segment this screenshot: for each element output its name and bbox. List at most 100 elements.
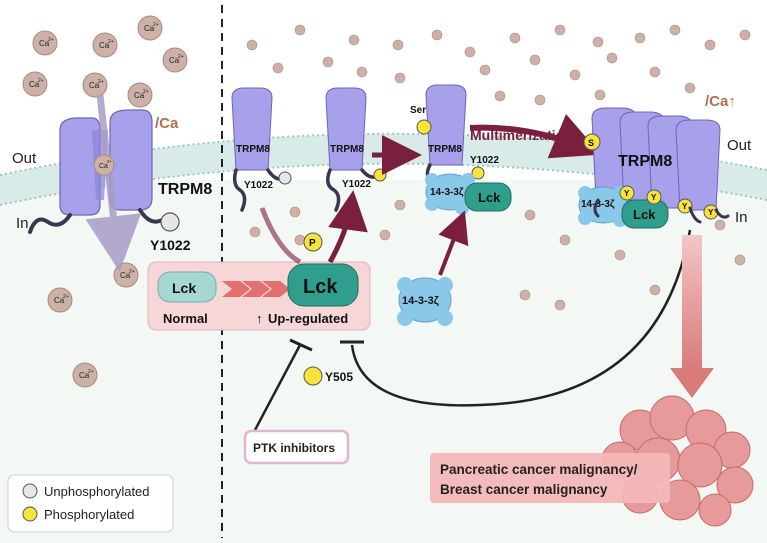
svg-text:2+: 2+ (143, 89, 149, 95)
svg-text:Ca: Ca (169, 56, 180, 65)
calcium-ion: Ca2+ (93, 154, 115, 176)
calcium-ion-small (322, 56, 334, 68)
multimer-adaptor (578, 186, 628, 227)
calcium-ion-small (734, 254, 746, 266)
calcium-ion: Ca2+ (82, 72, 108, 98)
svg-text:2+: 2+ (153, 22, 159, 28)
ptk-inhibitors-label: PTK inhibitors (253, 441, 335, 455)
calcium-ion-small (524, 209, 536, 221)
calcium-influx-arrow (85, 94, 142, 272)
legend-label-unphosphorylated: Unphosphorylated (44, 484, 150, 499)
ptk-inhibition-line (253, 344, 302, 431)
calcium-ion-small (394, 72, 406, 84)
multimer-tails (593, 198, 730, 224)
svg-text:2+: 2+ (63, 294, 69, 300)
svg-text:Y: Y (624, 189, 630, 198)
multimer-lck (621, 199, 669, 229)
svg-text:Ca: Ca (39, 39, 50, 48)
outcome-line-1: Pancreatic cancer malignancy/ (440, 462, 638, 477)
phosphorylation-arc-left (259, 207, 302, 265)
feedback-inhibition-line (350, 229, 692, 407)
calcium-ion-small (634, 32, 646, 44)
p-label: P (309, 238, 316, 249)
calcium-ion-small (529, 54, 541, 66)
ser-phospho-marker (416, 119, 432, 135)
phosphorylated-site-marker (373, 168, 387, 182)
svg-text:2+: 2+ (38, 78, 44, 84)
multimer-trpm8-label: TRPM8 (618, 153, 672, 170)
lck-upregulated-label: Lck (303, 276, 338, 298)
calcium-ion-small (559, 234, 571, 246)
legend-swatch-unphosphorylated (22, 483, 38, 499)
calcium-ion-small (394, 199, 406, 211)
calcium-ion-small (714, 219, 726, 231)
calcium-ion-small (294, 24, 306, 36)
adaptor-recruit-arrow (438, 210, 469, 276)
calcium-ion: Ca2+ (92, 32, 118, 58)
right-in-label: In (735, 209, 748, 226)
calcium-ion-small (272, 62, 284, 74)
calcium-ion-small (519, 289, 531, 301)
phosphorylation-arc-right (327, 190, 368, 264)
svg-text:2+: 2+ (88, 369, 94, 375)
calcium-ion-small (479, 64, 491, 76)
calcium-ion: Ca2+ (137, 15, 163, 41)
out-label: Out (12, 150, 37, 167)
legend-swatch-phosphorylated (22, 506, 38, 522)
in-label: In (16, 215, 29, 232)
calcium-ion: Ca2+ (32, 30, 58, 56)
calcium-ion-small (356, 66, 368, 78)
svg-text:2+: 2+ (48, 37, 54, 43)
outcome-line-2: Breast cancer malignancy (440, 482, 608, 497)
ptk-inhibitors-box (243, 429, 350, 465)
calcium-ion-small (289, 206, 301, 218)
unphosphorylated-site-marker (160, 212, 180, 232)
adaptor-14-3-3-free (397, 277, 453, 326)
ion-cluster-right (246, 24, 751, 311)
adaptor-free-label: 14-3-3ζ (402, 295, 439, 307)
calcium-ion: Ca2+ (72, 362, 98, 388)
multimer-y-markers: Y Y Y Y (619, 185, 719, 220)
svg-text:Ca: Ca (144, 24, 155, 33)
calcium-ion-small (649, 66, 661, 78)
calcium-ion-small (392, 39, 404, 51)
calcium-ion-small (534, 94, 546, 106)
lck-normal-label: Lck (172, 280, 196, 296)
upregulated-arrow: ↑ (256, 311, 263, 326)
calcium-ion-small (494, 90, 506, 102)
svg-text:Ca: Ca (99, 163, 108, 170)
multimerization-label: Multimerization (470, 127, 573, 143)
ptk-inhibition-tbar (289, 338, 313, 352)
channel-2-label: TRPM8 (330, 144, 364, 155)
trpm8-channel-left (28, 109, 164, 234)
calcium-ion-small (509, 32, 521, 44)
calcium-ion-small (649, 284, 661, 296)
unphosphorylated-site-marker (278, 171, 292, 185)
legend-label-phosphorylated: Phosphorylated (44, 507, 134, 522)
lck-normal (157, 271, 217, 303)
svg-text:Ca: Ca (54, 296, 65, 305)
calcium-ion-small (348, 34, 360, 46)
svg-text:Ca: Ca (79, 371, 90, 380)
svg-text:2+: 2+ (108, 39, 114, 45)
svg-text:Ca: Ca (89, 81, 100, 90)
channel-2-site-label: Y1022 (342, 179, 371, 190)
calcium-ion-small (614, 249, 626, 261)
multimer-adaptor-label: 14-3-3ζ (581, 199, 615, 210)
calcium-ion-small (249, 226, 261, 238)
y505-label: Y505 (325, 370, 353, 384)
upregulation-chevrons (222, 281, 290, 297)
svg-text:Y: Y (682, 202, 688, 211)
calcium-ion: Ca2+ (113, 262, 139, 288)
left-ca-flux-label: /Ca (155, 115, 179, 132)
left-y1022-label: Y1022 (150, 237, 191, 253)
lck-upregulated (287, 263, 359, 307)
svg-text:Y: Y (651, 193, 657, 202)
svg-text:Ca: Ca (29, 80, 40, 89)
lck-upregulated-caption: Up-regulated (268, 311, 348, 326)
calcium-ion-small (606, 52, 618, 64)
calcium-ion-small (294, 234, 306, 246)
svg-text:2+: 2+ (107, 159, 113, 164)
svg-text:2+: 2+ (129, 269, 135, 275)
adaptor-label-3: 14-3-3ζ (430, 187, 464, 198)
